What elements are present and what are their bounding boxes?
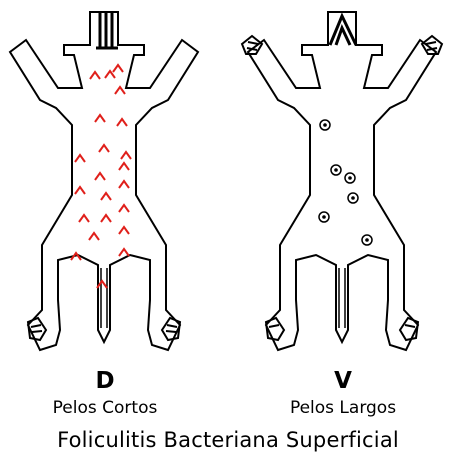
circle-dot-lesion [330,164,342,176]
ventral-foot-right-icon [398,316,420,342]
ventral-head-marking [328,12,358,46]
short-hair-lesion-mark [112,63,124,73]
short-hair-lesion-mark [96,279,108,289]
short-hair-lesion-mark [118,179,130,189]
dorsal-view-label: Pelos Cortos [52,398,158,418]
short-hair-lesion-mark [100,191,112,201]
ventral-view-label: Pelos Largos [289,398,397,418]
short-hair-lesion-mark [118,225,130,235]
short-hair-lesion-mark [118,203,130,213]
short-hair-lesion-mark [116,117,128,127]
dorsal-head-marking [96,12,118,50]
short-hair-lesion-mark [120,150,132,160]
short-hair-lesion-mark [104,69,116,79]
ventral-paw-left-icon [240,34,264,55]
circle-dot-lesion [361,234,373,246]
short-hair-lesion-mark [98,143,110,153]
short-hair-lesion-mark [89,70,101,80]
ventral-view-letter: V [334,368,352,394]
dorsal-lesion-marks [70,63,132,289]
short-hair-lesion-mark [100,213,112,223]
short-hair-lesion-mark [70,251,82,261]
figure-title: Foliculitis Bacteriana Superficial [57,428,399,452]
short-hair-lesion-mark [114,85,126,95]
ventral-body-outline [247,11,437,351]
circle-dot-lesion [319,119,331,131]
short-hair-lesion-mark [78,213,90,223]
short-hair-lesion-mark [118,247,130,257]
dorsal-body-outline [9,11,199,351]
short-hair-lesion-mark [118,161,130,171]
short-hair-lesion-mark [88,231,100,241]
circle-dot-lesion [344,172,356,184]
dorsal-tail-marking [100,268,108,328]
ventral-paw-right-icon [420,34,444,55]
ventral-foot-left-icon [264,316,286,342]
dorsal-paw-right-icon [160,316,182,342]
ventral-tail-marking [338,268,346,328]
circle-dot-lesion [347,192,359,204]
ventral-lesion-marks [318,119,373,246]
short-hair-lesion-mark [74,185,86,195]
dorsal-body-figure [9,11,199,351]
dorsal-view-letter: D [95,368,115,394]
dorsal-paw-left-icon [26,316,48,342]
short-hair-lesion-mark [94,113,106,123]
short-hair-lesion-mark [74,153,86,163]
ventral-body-figure [240,11,444,351]
circle-dot-lesion [318,211,330,223]
short-hair-lesion-mark [94,171,106,181]
